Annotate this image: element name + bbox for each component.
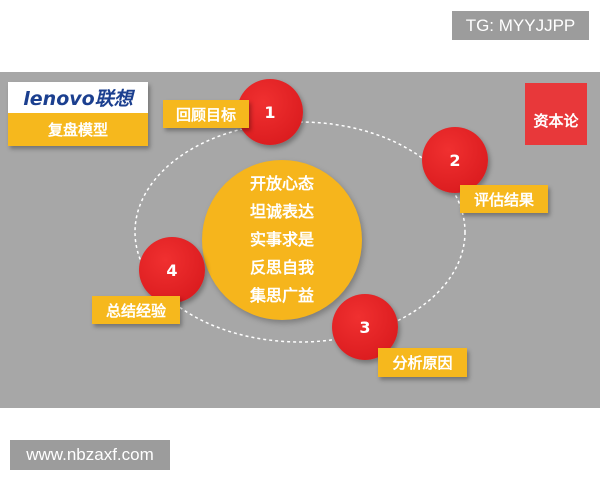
step-1-label: 回顾目标 (163, 100, 249, 128)
principle: 集思广益 (249, 286, 314, 305)
model-title: 复盘模型 (8, 113, 148, 146)
step-2-circle: 2 (422, 127, 488, 193)
corner-logo: 资本论 (525, 83, 587, 145)
step-4-label: 总结经验 (92, 296, 180, 324)
principle: 坦诚表达 (249, 202, 314, 221)
watermark-bottom: www.nbzaxf.com (10, 440, 170, 470)
center-principles: 开放心态 坦诚表达 实事求是 反思自我 集思广益 (202, 160, 362, 320)
principle: 开放心态 (249, 174, 314, 193)
watermark-top: TG: MYYJJPP (452, 11, 589, 40)
lenovo-logo: lenovo联想 (8, 82, 148, 113)
step-2-label: 评估结果 (460, 185, 548, 213)
step-3-label: 分析原因 (378, 348, 467, 377)
principle: 反思自我 (249, 258, 314, 277)
lenovo-brand-card: lenovo联想 复盘模型 (8, 82, 148, 146)
principle: 实事求是 (249, 230, 314, 249)
step-4-circle: 4 (139, 237, 205, 303)
